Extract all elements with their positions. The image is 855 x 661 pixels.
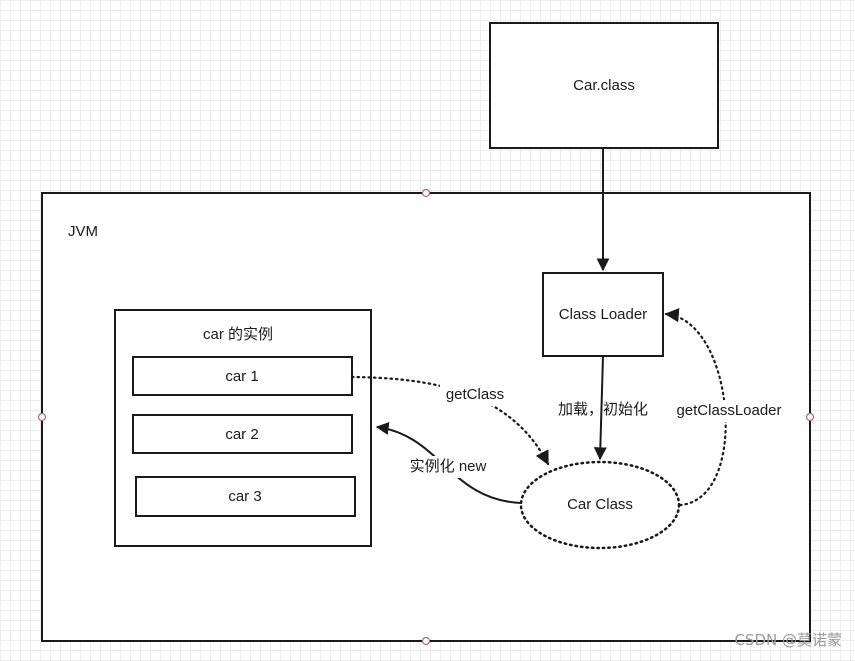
edge-getclass-label-bg <box>440 384 510 406</box>
edge-new-label-bg <box>402 456 494 478</box>
resize-handle-left[interactable] <box>37 412 47 422</box>
class-loader-node[interactable] <box>542 272 664 357</box>
car-class-object-label: Car Class <box>567 496 633 513</box>
edge-getclassloader-label: getClassLoader <box>676 402 781 419</box>
car-instance-3-label: car 3 <box>228 488 261 505</box>
car-instances-group-label: car 的实例 <box>203 326 273 343</box>
car-instance-1-node[interactable] <box>132 356 353 396</box>
resize-handle-bottom[interactable] <box>421 636 431 646</box>
car-instance-2-node[interactable] <box>132 414 353 454</box>
edge-loader-to-class[interactable] <box>593 355 607 461</box>
jvm-label: JVM <box>68 223 98 240</box>
watermark-text: CSDN @莫诺蒙 <box>734 631 842 649</box>
edge-load-init-label: 加载，初始化 <box>558 401 648 418</box>
car-instance-3-node[interactable] <box>135 476 356 517</box>
car-class-file-node[interactable] <box>489 22 719 149</box>
car-instance-2-label: car 2 <box>225 426 258 443</box>
car-class-file-label: Car.class <box>573 77 635 94</box>
edge-getclassloader-label-bg <box>668 400 790 422</box>
resize-handle-right[interactable] <box>805 412 815 422</box>
edge-new-label: 实例化 new <box>410 458 487 475</box>
class-loader-label: Class Loader <box>559 306 647 323</box>
resize-handle-top[interactable] <box>421 188 431 198</box>
car-instance-1-label: car 1 <box>225 368 258 385</box>
edge-getclass-label: getClass <box>446 386 504 403</box>
